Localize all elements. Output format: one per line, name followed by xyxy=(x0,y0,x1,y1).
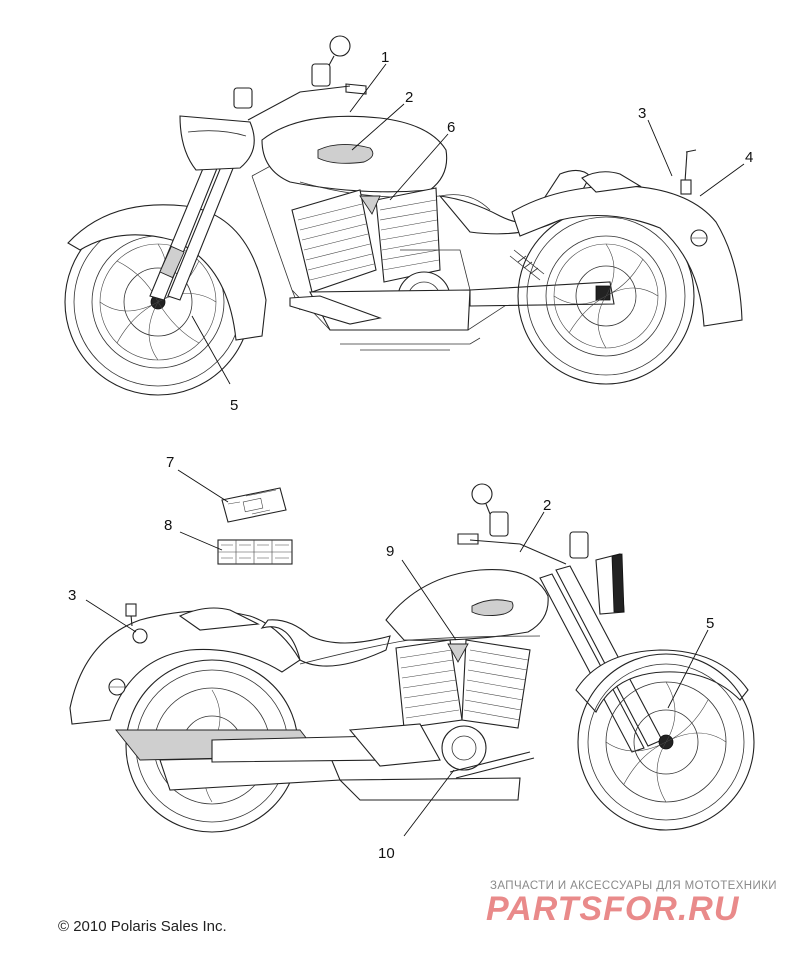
callout-3-lower: 3 xyxy=(68,587,76,604)
callout-2-lower: 2 xyxy=(543,497,551,514)
fairing xyxy=(179,115,255,171)
front-fender xyxy=(67,204,267,341)
callout-3: 3 xyxy=(638,105,646,122)
callout-5-lower: 5 xyxy=(706,615,714,632)
handlebar xyxy=(233,35,367,121)
callout-10: 10 xyxy=(378,845,395,862)
callout-6: 6 xyxy=(447,119,455,136)
callout-2: 2 xyxy=(405,89,413,106)
swingarm xyxy=(469,281,615,307)
handlebar-right xyxy=(457,483,589,565)
decal-7 xyxy=(221,487,287,523)
callout-9: 9 xyxy=(386,543,394,560)
seat-right xyxy=(260,619,391,667)
front-fork xyxy=(149,139,243,301)
engine-right xyxy=(338,639,531,801)
tank-decal-right xyxy=(471,599,514,617)
callout-4: 4 xyxy=(745,149,753,166)
motorcycle-right-view xyxy=(69,483,755,833)
bottom-leader-lines xyxy=(85,511,709,837)
fuel-tank-right xyxy=(385,568,549,641)
motorcycle-left-view xyxy=(64,35,743,396)
rear-shock xyxy=(509,249,545,281)
copyright-notice: © 2010 Polaris Sales Inc. xyxy=(58,918,227,935)
front-wheel-right xyxy=(577,653,755,831)
exhaust-pipe xyxy=(289,295,383,325)
callout-8: 8 xyxy=(164,517,172,534)
decal-8 xyxy=(217,539,293,565)
callout-1: 1 xyxy=(381,49,389,66)
front-fender-right xyxy=(575,649,749,713)
callout-7: 7 xyxy=(166,454,174,471)
rear-fender-right xyxy=(69,610,301,725)
tank-decal xyxy=(317,144,374,164)
callout-5: 5 xyxy=(230,397,238,414)
watermark-logo: PARTSFOR.RU xyxy=(486,890,740,928)
headlight xyxy=(595,553,625,615)
top-leader-lines xyxy=(191,63,745,385)
watermark-tagline: ЗАПЧАСТИ И АКСЕССУАРЫ ДЛЯ МОТОТЕХНИКИ xyxy=(490,880,777,892)
